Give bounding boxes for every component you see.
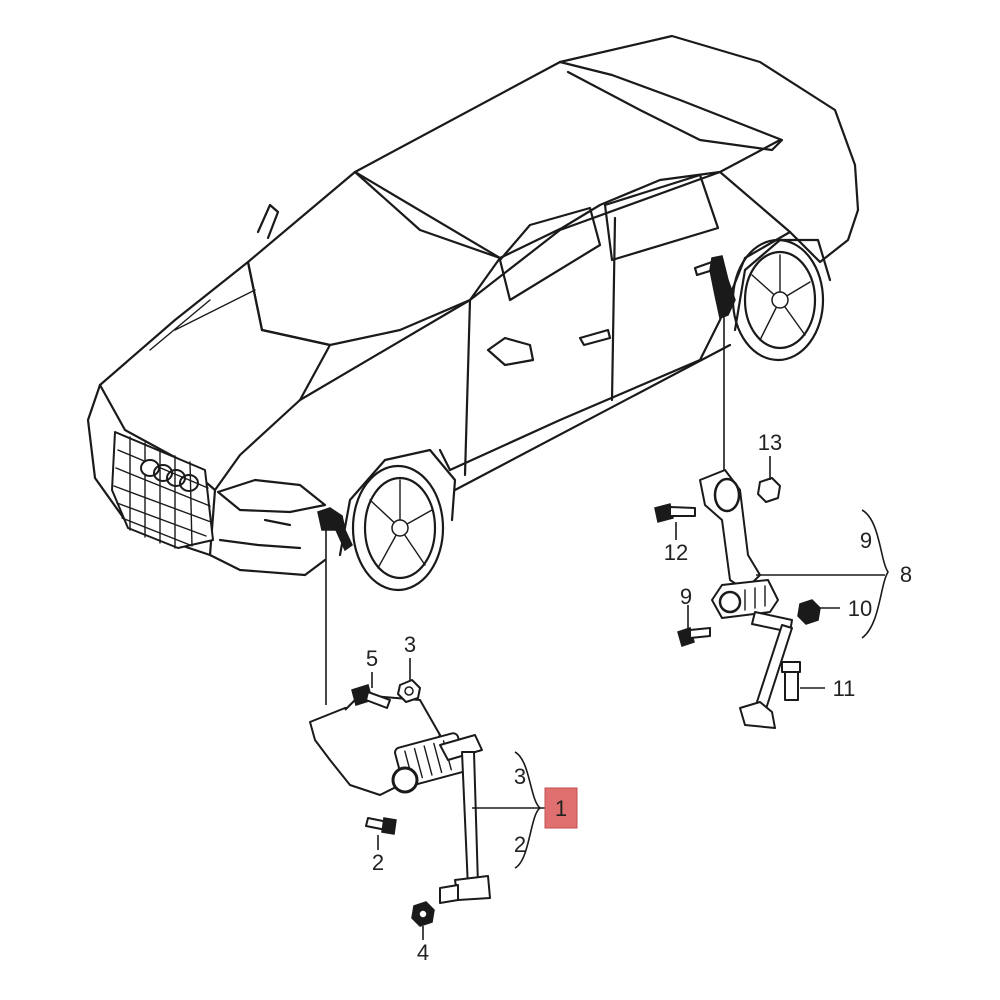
nut-10 xyxy=(797,599,821,625)
front-wheel-spokes xyxy=(369,479,433,569)
bolt-11 xyxy=(781,661,801,701)
rear-level-sensor-assembly xyxy=(699,469,793,729)
audi-logo xyxy=(140,459,199,492)
rear-sensor-location xyxy=(709,255,736,320)
nut-3 xyxy=(397,679,421,703)
callout-10: 10 xyxy=(848,596,872,621)
grille-mesh xyxy=(113,436,212,549)
screw-2 xyxy=(365,817,397,835)
callout-2-bottom: 2 xyxy=(372,850,384,875)
front-level-sensor-assembly xyxy=(309,694,491,904)
callout-13: 13 xyxy=(758,430,782,455)
callout-3-top: 3 xyxy=(404,632,416,657)
callout-12: 12 xyxy=(664,540,688,565)
rear-wheel-spokes xyxy=(751,254,811,341)
callout-9-right: 9 xyxy=(860,528,872,553)
callout-9-left: 9 xyxy=(680,584,692,609)
callout-1: 1 xyxy=(555,796,567,821)
screw-9 xyxy=(677,627,711,647)
callout-8: 8 xyxy=(900,562,912,587)
bolt-5 xyxy=(351,684,391,709)
callout-11: 11 xyxy=(833,676,856,701)
highlight-box-1 xyxy=(544,787,578,829)
nut-13 xyxy=(757,477,781,503)
callout-5: 5 xyxy=(366,646,378,671)
nut-4 xyxy=(411,901,435,927)
bolt-12 xyxy=(654,503,696,523)
callout-2-side: 2 xyxy=(514,832,526,857)
callout-3-side: 3 xyxy=(514,764,526,789)
car-illustration xyxy=(86,34,860,592)
callout-4: 4 xyxy=(417,940,429,965)
callout-labels: 1 5 3 3 2 2 4 13 12 9 9 8 10 11 xyxy=(366,430,912,965)
